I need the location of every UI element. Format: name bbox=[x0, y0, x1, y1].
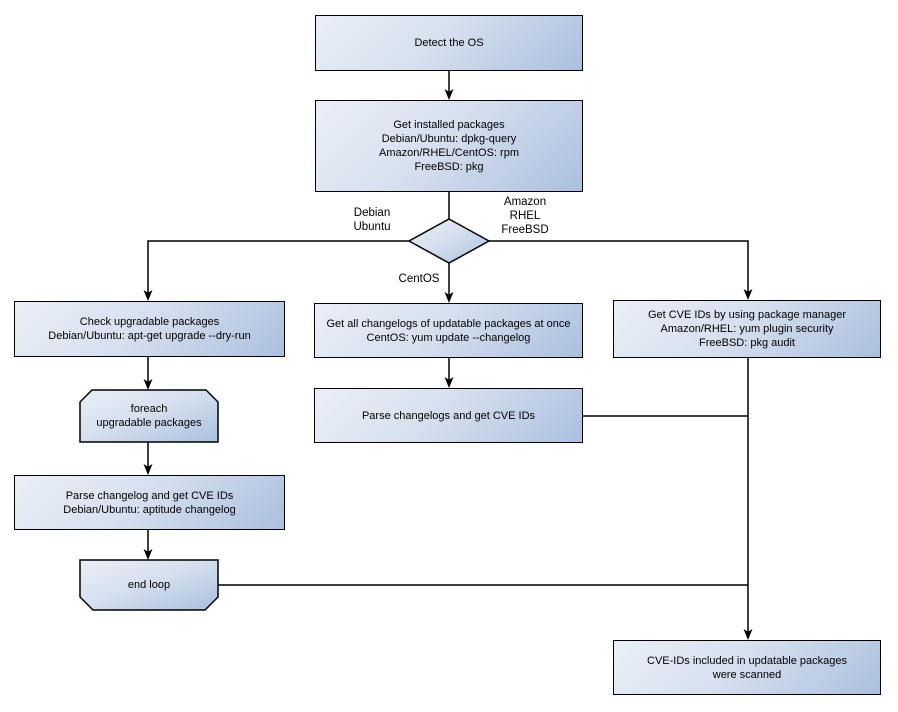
end-loop-shape bbox=[79, 559, 219, 611]
connector-lines bbox=[147, 71, 749, 632]
edge-label-centos: CentOS bbox=[398, 273, 440, 285]
node-detect-os: Detect the OS bbox=[315, 15, 583, 71]
node-check-upgradable-packages: Check upgradable packages Debian/Ubuntu:… bbox=[14, 301, 285, 357]
edge-label-debian-ubuntu: Debian Ubuntu bbox=[353, 207, 391, 233]
edge-label-amazon-rhel-freebsd: Amazon RHEL FreeBSD bbox=[501, 196, 549, 236]
os-decision-diamond bbox=[407, 218, 491, 264]
node-get-installed-packages: Get installed packages Debian/Ubuntu: dp… bbox=[315, 100, 583, 192]
node-get-all-changelogs: Get all changelogs of updatable packages… bbox=[314, 303, 583, 358]
foreach-loop-shape bbox=[79, 389, 219, 443]
arrowheads bbox=[143, 89, 753, 640]
node-foreach-loop-label: foreach upgradable packages bbox=[96, 403, 202, 429]
node-parse-changelogs-middle: Parse changelogs and get CVE IDs bbox=[314, 388, 583, 443]
node-cve-ids-scanned: CVE-IDs included in updatable packages w… bbox=[613, 640, 881, 695]
node-get-cve-ids-package-manager: Get CVE IDs by using package manager Ama… bbox=[613, 300, 881, 358]
node-end-loop-label: end loop bbox=[127, 579, 171, 591]
node-parse-changelog-left: Parse changelog and get CVE IDs Debian/U… bbox=[14, 475, 285, 530]
